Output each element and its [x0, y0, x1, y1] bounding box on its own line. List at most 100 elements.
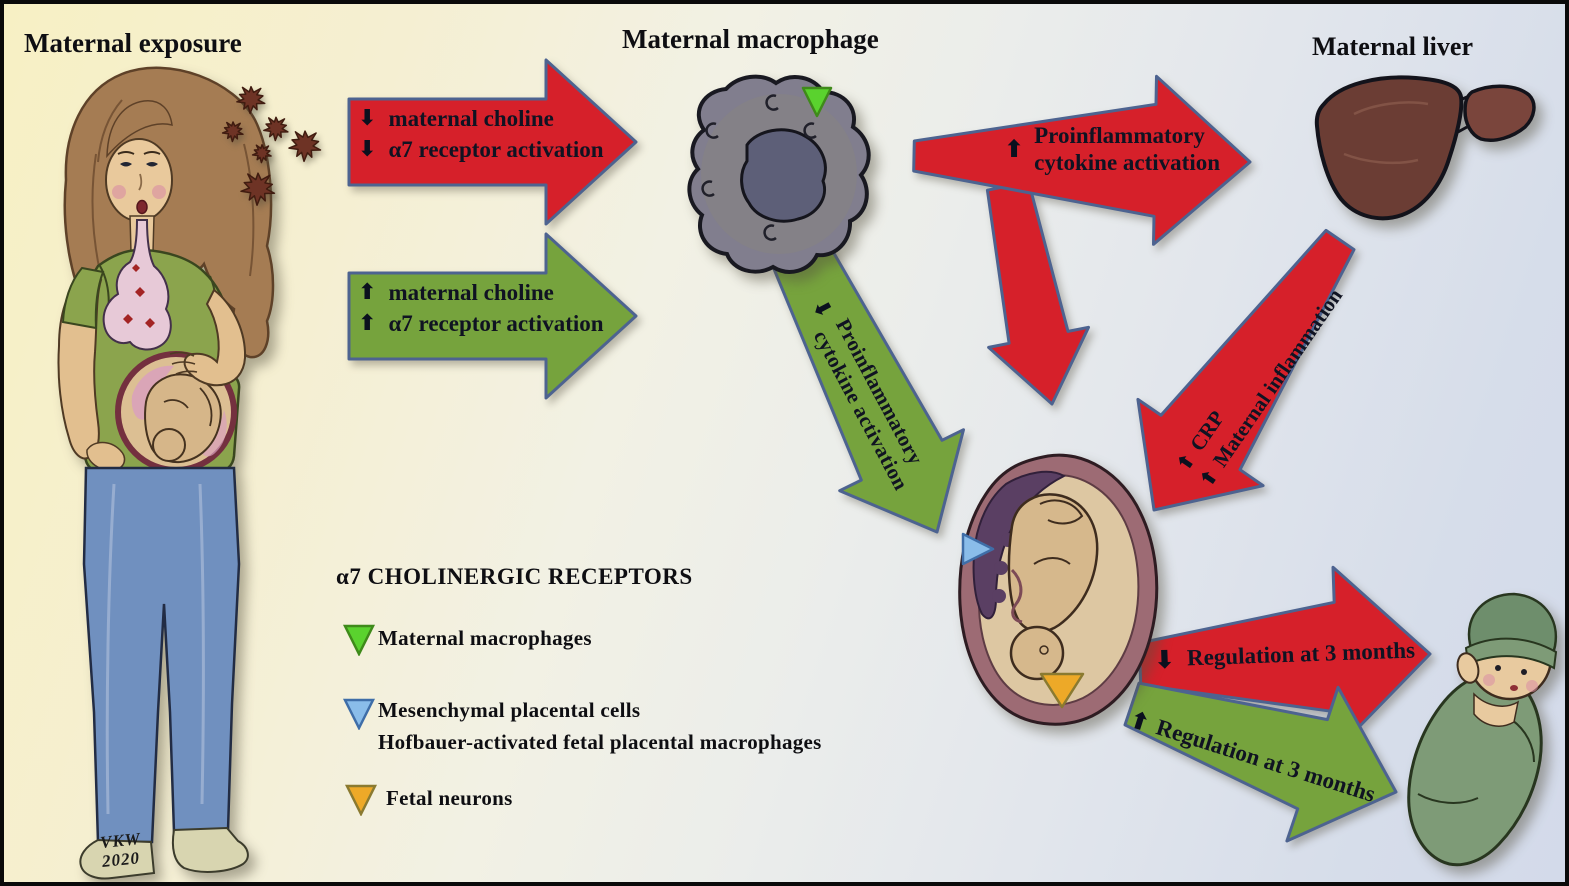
particle-star-5	[288, 130, 322, 163]
title-maternal-exposure: Maternal exposure	[24, 28, 242, 58]
right-arm	[183, 288, 247, 387]
liver-highlights	[1343, 101, 1429, 165]
up-arrow-icon: ⬆	[358, 310, 377, 336]
choline-down-line1: maternal choline	[388, 105, 554, 131]
title-maternal-macrophage: Maternal macrophage	[622, 24, 879, 54]
exposure-particles	[221, 85, 322, 206]
eyebrows	[117, 151, 161, 155]
legend-title: α7 CHOLINERGIC RECEPTORS	[336, 564, 693, 589]
placenta-fetus-body	[1007, 493, 1099, 633]
artist-signature: VKW 2020	[99, 829, 144, 871]
arrow-cytokine-down	[772, 241, 965, 534]
blush-left	[112, 185, 126, 199]
umbilical-cord	[1010, 568, 1023, 624]
choline-up-line1: maternal choline	[388, 279, 554, 305]
hand-fingers	[169, 351, 198, 375]
baby-hat-band	[1464, 637, 1558, 670]
baby-mouth	[1510, 685, 1518, 691]
fetus-head	[152, 428, 186, 462]
legend-label-hofbauer: Hofbauer-activated fetal placental macro…	[378, 730, 822, 754]
jeans	[82, 466, 241, 844]
particle-star-4	[251, 144, 272, 164]
nose	[138, 173, 143, 191]
villi-bump-4	[992, 589, 1006, 603]
swaddle-folds	[1417, 719, 1535, 804]
down-arrow-icon: ⬇	[358, 136, 377, 162]
baby-fist	[1456, 652, 1480, 684]
blush-right	[152, 185, 166, 199]
up-arrow-icon: ⬆	[358, 279, 377, 305]
open-mouth	[136, 199, 148, 215]
jeans-streaks	[105, 483, 205, 815]
placenta-fetus-head	[1009, 625, 1065, 681]
shoe-right	[171, 826, 249, 873]
arrow-cytokine-to-placenta	[985, 180, 1090, 406]
baby-cheek-right	[1526, 680, 1538, 692]
arrow-crp-inflammation	[1136, 228, 1356, 512]
arrow-choline-up	[347, 232, 638, 400]
placenta-fetus-arm	[1033, 557, 1071, 565]
label-choline-down: ⬇ maternal choline ⬇ α7 receptor activat…	[358, 103, 604, 165]
legend-marker-maternal-macrophages	[342, 624, 376, 656]
fetal-neuron-receptor-marker	[1039, 672, 1085, 709]
baby-eye-left	[1495, 665, 1501, 671]
infant-drawing	[1407, 592, 1558, 867]
legend-label-placental-cells: Mesenchymal placental cells	[378, 698, 641, 722]
eyes	[120, 162, 158, 167]
up-arrow-icon: ⬆	[1004, 135, 1025, 163]
cytokine-up-line1: Proinflammatory	[1034, 123, 1205, 148]
up-arrow-icon: ⬆	[1170, 448, 1201, 476]
title-maternal-liver: Maternal liver	[1312, 32, 1473, 61]
liver-small-lobe	[1463, 84, 1536, 142]
arrow-regulation-up	[1123, 681, 1398, 843]
particle-star-1	[236, 85, 266, 115]
up-arrow-icon: ⬆	[1193, 464, 1224, 492]
macrophage-nucleus	[740, 128, 827, 223]
down-arrow-icon: ⬇	[1153, 644, 1176, 675]
label-cytokine-up: ⬆ Proinflammatory cytokine activation	[1004, 122, 1220, 176]
pregnant-woman-drawing	[57, 66, 275, 880]
left-sleeve	[61, 266, 105, 330]
placenta-with-fetus-drawing	[958, 453, 1159, 726]
legend-label-fetal-neurons: Fetal neurons	[386, 786, 513, 810]
legend-label-maternal-macrophages: Maternal macrophages	[378, 626, 592, 650]
hair-strokes	[91, 99, 255, 277]
green-triangle-icon	[342, 624, 376, 656]
particle-star-3	[263, 116, 289, 142]
particle-star-6	[240, 172, 276, 206]
fetus-curl-lines	[163, 387, 213, 427]
arrows-layer	[347, 58, 1432, 843]
macrophage-receptor-marker	[801, 86, 833, 118]
placenta-fetus-ear	[1039, 645, 1049, 655]
baby-chest	[1473, 692, 1520, 727]
legend-marker-fetal-neurons	[344, 784, 378, 816]
maternal-liver-drawing	[1314, 75, 1536, 221]
liver-large-lobe	[1314, 75, 1464, 221]
orange-triangle-icon	[344, 784, 378, 816]
arrow-cytokine-up	[912, 74, 1252, 246]
blue-triangle-icon	[342, 698, 376, 730]
arrow-choline-down	[347, 58, 638, 226]
down-arrow-icon: ⬇	[806, 295, 837, 324]
villi-bump-3	[994, 561, 1008, 575]
macrophage-vacuoles	[701, 94, 817, 241]
legend-marker-placental-cells	[342, 698, 376, 730]
left-hand	[86, 441, 126, 471]
maternal-macrophage-drawing	[687, 74, 871, 274]
choline-up-line2: α7 receptor activation	[388, 310, 604, 336]
receptor-markers-layer	[801, 86, 1085, 709]
particle-star-2	[221, 121, 244, 143]
inflammation-specks	[123, 264, 155, 328]
placenta-fetus-leg	[1039, 499, 1084, 525]
shoe-left	[79, 838, 156, 880]
airway-lungs-cutaway	[102, 219, 172, 351]
down-arrow-icon: ⬇	[358, 105, 377, 131]
label-choline-up: ⬆ maternal choline ⬆ α7 receptor activat…	[358, 277, 604, 339]
illustration-canvas	[57, 58, 1558, 880]
liver-connector	[1457, 95, 1468, 134]
placenta-receptor-marker	[961, 532, 995, 566]
baby-eye-right	[1521, 669, 1527, 675]
baby-cheek-left	[1483, 674, 1495, 686]
choline-down-line2: α7 receptor activation	[388, 136, 604, 162]
